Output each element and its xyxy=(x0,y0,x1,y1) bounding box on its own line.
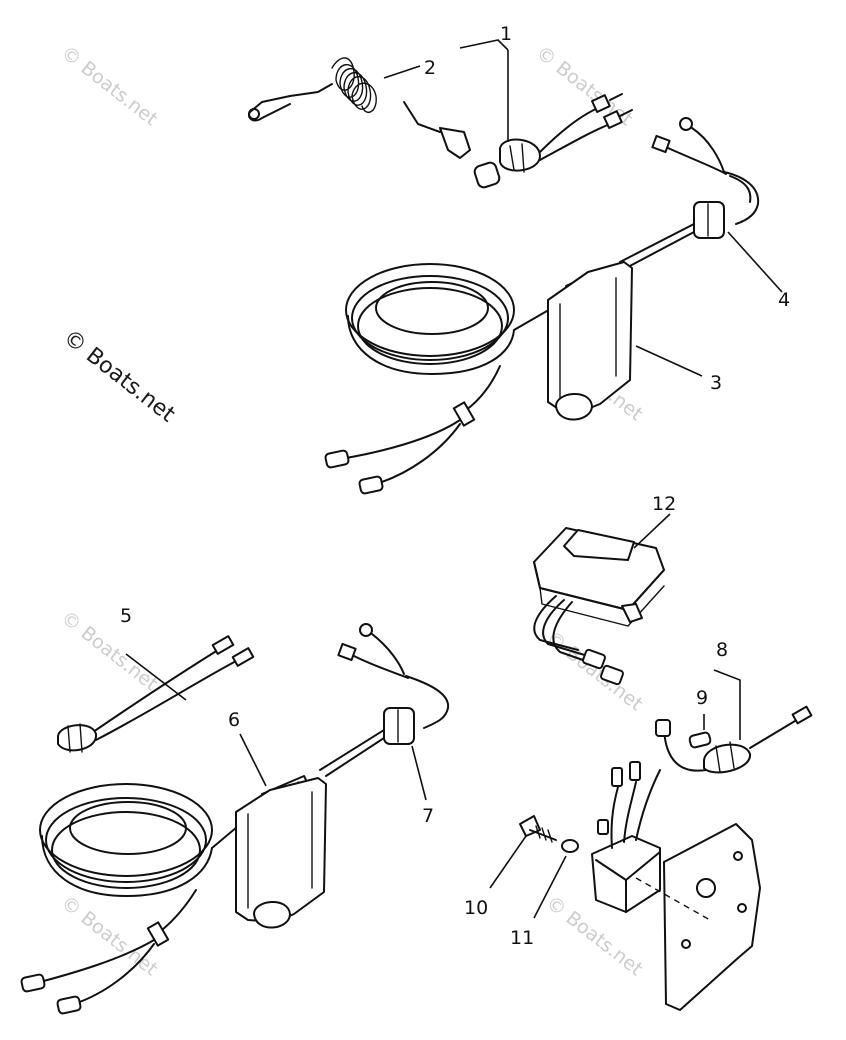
callout-7: 7 xyxy=(422,805,434,827)
part-fuse-holder xyxy=(655,705,813,774)
callout-3: 3 xyxy=(710,372,722,394)
callout-numbers: 1 2 3 4 5 6 7 8 9 10 11 12 xyxy=(120,23,790,949)
watermark-faint-5: © Boats.net xyxy=(542,627,647,716)
part-lanyard-cord xyxy=(248,57,471,159)
callout-1: 1 xyxy=(500,23,512,45)
watermark-faint-6: © Boats.net xyxy=(57,892,162,981)
callout-9: 9 xyxy=(696,687,708,709)
watermark-faint-4: © Boats.net xyxy=(57,607,162,696)
callout-6: 6 xyxy=(228,709,240,731)
part-lead-wire xyxy=(57,635,255,753)
faint-watermarks: © Boats.net © Boats.net © Boats.net © Bo… xyxy=(57,42,647,981)
callout-11: 11 xyxy=(510,927,534,949)
watermark-faint-2: © Boats.net xyxy=(532,42,637,131)
callout-4: 4 xyxy=(778,289,790,311)
part-stop-switch xyxy=(473,93,633,189)
callout-10: 10 xyxy=(464,897,488,919)
callout-8: 8 xyxy=(716,639,728,661)
callout-12: 12 xyxy=(652,493,676,515)
part-upper-extension-harness xyxy=(324,117,760,495)
callout-2: 2 xyxy=(424,57,436,79)
part-regulator-bracket xyxy=(519,761,761,1011)
watermark-main: © Boats.net xyxy=(58,325,179,428)
callout-5: 5 xyxy=(120,605,132,627)
part-control-box xyxy=(533,527,665,686)
watermark-faint-1: © Boats.net xyxy=(57,42,162,131)
part-lower-extension-harness xyxy=(20,623,450,1015)
leader-lines xyxy=(125,39,783,919)
